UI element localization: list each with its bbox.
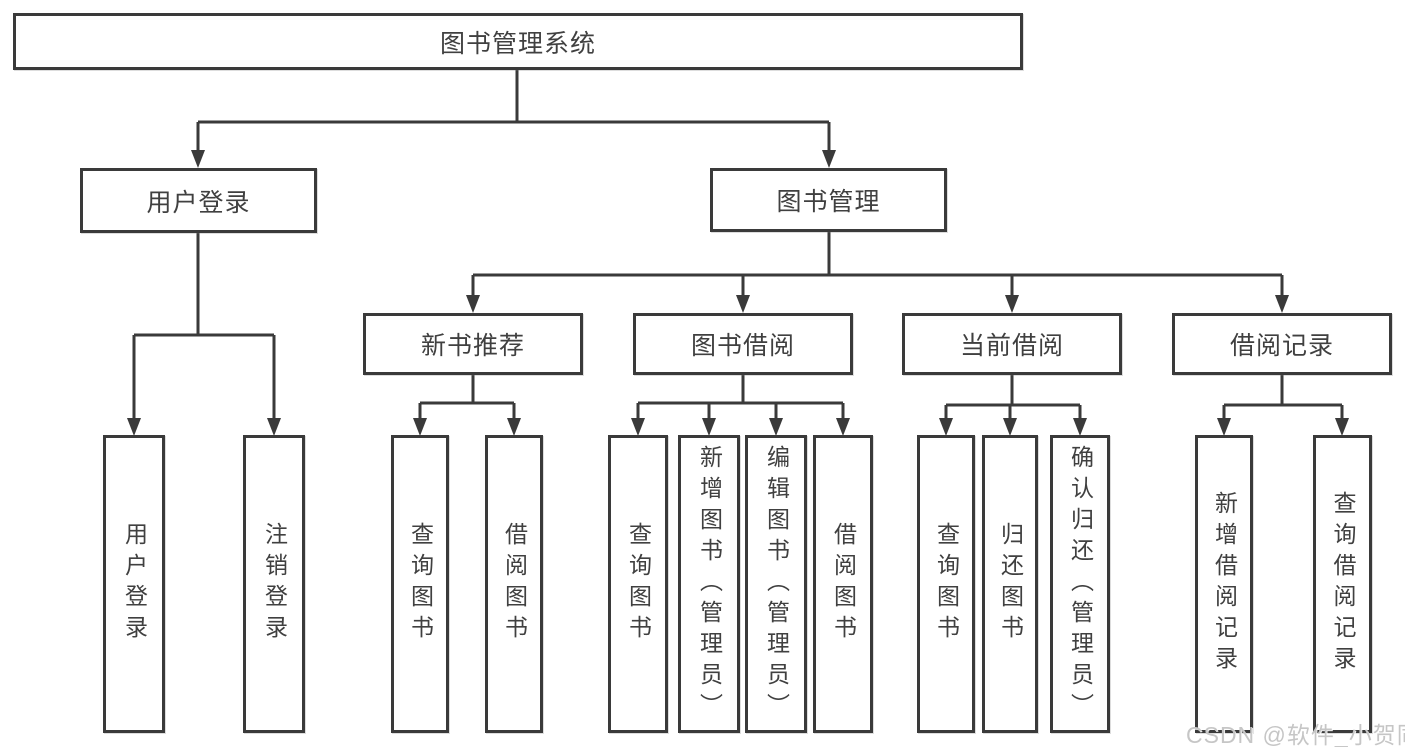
node-label: 借阅记录: [1229, 332, 1334, 360]
leaf-cb-query-book: 查询图书: [917, 435, 975, 733]
leaf-nbr-query-book: 查询图书: [391, 435, 449, 733]
leaf-label: 查询图书: [933, 522, 960, 646]
leaf-br-add-record: 新增借阅记录: [1195, 435, 1253, 733]
node-label: 图书管理: [776, 188, 881, 216]
leaf-label: 新增图书（管理员）: [696, 444, 723, 724]
csdn-watermark: CSDN @软件_小贺同学: [1186, 722, 1405, 747]
node-label: 图书借阅: [690, 332, 795, 360]
leaf-cb-return-book: 归还图书: [982, 435, 1038, 733]
leaf-bb-query-book: 查询图书: [608, 435, 668, 733]
leaf-nbr-borrow-book: 借阅图书: [485, 435, 543, 733]
node-borrow-record: 借阅记录: [1172, 313, 1392, 375]
node-label: 用户登录: [146, 188, 251, 217]
leaf-label: 用户登录: [121, 522, 148, 646]
leaf-label: 查询图书: [407, 522, 434, 646]
leaf-label: 归还图书: [997, 522, 1024, 646]
node-label: 新书推荐: [420, 332, 525, 360]
leaf-cb-confirm-return-admin: 确认归还（管理员）: [1050, 435, 1110, 733]
node-new-book-recommend: 新书推荐: [363, 313, 583, 375]
node-book-borrow: 图书借阅: [633, 313, 853, 375]
node-current-borrow: 当前借阅: [902, 313, 1122, 375]
leaf-label: 确认归还（管理员）: [1067, 444, 1094, 724]
leaf-bb-edit-book-admin: 编辑图书（管理员）: [745, 435, 807, 733]
node-library-management-system: 图书管理系统: [13, 13, 1023, 70]
node-label: 图书管理系统: [439, 29, 596, 58]
leaf-bb-add-book-admin: 新增图书（管理员）: [678, 435, 740, 733]
leaf-label: 查询图书: [625, 522, 652, 646]
node-user-login: 用户登录: [80, 168, 317, 233]
leaf-br-query-record: 查询借阅记录: [1313, 435, 1372, 733]
arrowhead-icons: [127, 150, 1349, 436]
node-book-management: 图书管理: [710, 168, 947, 232]
node-label: 当前借阅: [959, 332, 1064, 360]
leaf-label: 新增借阅记录: [1211, 491, 1238, 677]
leaf-logout-login: 注销登录: [243, 435, 305, 733]
leaf-label: 借阅图书: [830, 522, 857, 646]
leaf-label: 注销登录: [261, 522, 288, 646]
leaf-bb-borrow-book: 借阅图书: [813, 435, 873, 733]
leaf-label: 借阅图书: [501, 522, 528, 646]
leaf-label: 编辑图书（管理员）: [763, 444, 790, 724]
leaf-user-login: 用户登录: [103, 435, 165, 733]
leaf-label: 查询借阅记录: [1330, 491, 1356, 677]
